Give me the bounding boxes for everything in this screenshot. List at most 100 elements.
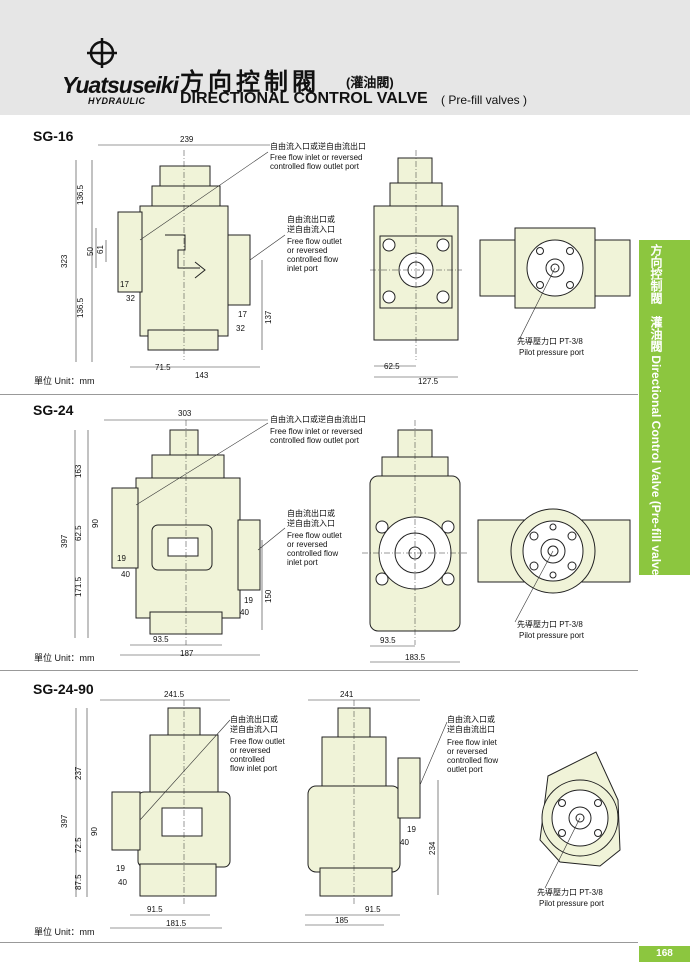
- callout-en: Free flow outlet: [230, 737, 285, 746]
- section-divider: [0, 942, 638, 943]
- dim-label: 397: [60, 814, 69, 828]
- dim-label: 239: [180, 135, 194, 144]
- dim-label: 241.5: [164, 690, 185, 699]
- callout-en: inlet port: [287, 558, 318, 567]
- callout-en: controlled flow outlet port: [270, 436, 360, 445]
- dim-label: 71.5: [155, 363, 171, 372]
- dim-label: 40: [240, 608, 249, 617]
- dim-label: 40: [400, 838, 409, 847]
- section-title-sg2490: SG-24-90: [33, 681, 94, 697]
- dim-label: 163: [74, 464, 83, 478]
- sg2490-callouts-right: 自由流入口或 逆自由流出口 Free flow inlet or reverse…: [419, 714, 498, 786]
- dim-label: 62.5: [384, 362, 400, 371]
- dim-label: 17: [238, 310, 247, 319]
- logo-subtitle: HYDRAULIC: [88, 96, 146, 106]
- pilot-label-en: Pilot pressure port: [519, 348, 585, 357]
- dim-label: 91.5: [365, 905, 381, 914]
- dim-label: 187: [180, 649, 194, 658]
- dim-label: 61: [96, 245, 105, 254]
- page-number: 168: [656, 948, 673, 959]
- side-tab-label: 方向控制閥 灌油閥 Directional Control Valve (Pre…: [649, 244, 663, 587]
- callout-en: controlled flow: [287, 549, 338, 558]
- side-tab: [639, 240, 690, 575]
- callout-en: controlled flow: [287, 255, 338, 264]
- dim-label: 397: [60, 534, 69, 548]
- dim-label: 323: [60, 254, 69, 268]
- pilot-label-zh: 先導壓力口 PT-3/8: [517, 619, 583, 629]
- dim-label: 181.5: [166, 919, 187, 928]
- dim-label: 93.5: [380, 636, 396, 645]
- callout-en: or reversed: [447, 747, 487, 756]
- dim-label: 32: [236, 324, 245, 333]
- callout-en: controlled: [230, 755, 265, 764]
- sg16-top-view: 先導壓力口 PT-3/8 Pilot pressure port: [479, 227, 631, 357]
- callout-zh: 逆自由流入口: [287, 518, 335, 528]
- callout-en: Free flow outlet: [287, 531, 342, 540]
- section-divider: [0, 670, 638, 671]
- page-subtitle: ( Pre-fill valves ): [441, 93, 528, 107]
- pilot-label-en: Pilot pressure port: [539, 899, 605, 908]
- dim-label: 62.5: [74, 525, 83, 541]
- dim-label: 40: [118, 878, 127, 887]
- pilot-label-zh: 先導壓力口 PT-3/8: [517, 336, 583, 346]
- section-divider: [0, 394, 638, 395]
- callout-zh: 自由流出口或: [287, 214, 335, 224]
- dim-label: 136.5: [76, 184, 85, 205]
- callout-zh: 自由流入口或逆自由流出口: [270, 414, 366, 424]
- dim-label: 72.5: [74, 837, 83, 853]
- dim-label: 40: [121, 570, 130, 579]
- page-title-zh: 方向控制閥: [180, 69, 320, 96]
- pilot-label-en: Pilot pressure port: [519, 631, 585, 640]
- callout-zh: 自由流入口或逆自由流出口: [270, 141, 366, 151]
- section-title-sg24: SG-24: [33, 402, 74, 418]
- section-title-sg16: SG-16: [33, 128, 74, 144]
- sg2490-callouts-left: 自由流出口或 逆自由流入口 Free flow outlet or revers…: [139, 714, 285, 821]
- unit-label: 單位 Unit：mm: [34, 376, 95, 386]
- unit-label: 單位 Unit：mm: [34, 653, 95, 663]
- dim-label: 19: [407, 825, 416, 834]
- dim-label: 93.5: [153, 635, 169, 644]
- callout-en: or reversed: [287, 540, 327, 549]
- dim-label: 171.5: [74, 576, 83, 597]
- dim-label: 19: [244, 596, 253, 605]
- dim-label: 183.5: [405, 653, 426, 662]
- callout-en: controlled flow: [447, 756, 498, 765]
- dim-label: 17: [120, 280, 129, 289]
- sg24-dimensions: 303 163 397 62.5 90 171.5 19 40 93.5 187…: [60, 409, 273, 658]
- dim-label: 143: [195, 371, 209, 380]
- callout-en: controlled flow outlet port: [270, 162, 360, 171]
- callout-zh: 自由流入口或: [447, 714, 495, 724]
- dim-label: 91.5: [147, 905, 163, 914]
- dim-label: 303: [178, 409, 192, 418]
- callout-en: inlet port: [287, 264, 318, 273]
- sg24-callouts: 自由流入口或逆自由流出口 Free flow inlet or reversed…: [135, 414, 366, 567]
- page-number-bar: [639, 946, 690, 962]
- pilot-label-zh: 先導壓力口 PT-3/8: [537, 887, 603, 897]
- dim-label: 127.5: [418, 377, 439, 386]
- sg24-front-view: 93.5 183.5: [362, 420, 468, 663]
- sg2490-front-view: 241 19 40 234 91.5 185: [305, 690, 439, 926]
- callout-zh: 自由流出口或: [230, 714, 278, 724]
- dim-label: 234: [428, 841, 437, 855]
- sg24-side-view: [111, 420, 261, 645]
- page-title-zh-sub: (灌油閥): [346, 75, 394, 90]
- dim-label: 90: [90, 827, 99, 836]
- sg2490-top-view: 先導壓力口 PT-3/8 Pilot pressure port: [537, 751, 621, 908]
- dim-label: 150: [264, 589, 273, 603]
- dim-label: 90: [91, 519, 100, 528]
- dim-label: 185: [335, 916, 349, 925]
- header-band: [0, 0, 690, 115]
- callout-en: outlet port: [447, 765, 483, 774]
- sg24-top-view: 先導壓力口 PT-3/8 Pilot pressure port: [477, 508, 631, 640]
- callout-en: Free flow outlet: [287, 237, 342, 246]
- callout-zh: 逆自由流入口: [287, 224, 335, 234]
- callout-en: or reversed: [230, 746, 270, 755]
- dim-label: 136.5: [76, 297, 85, 318]
- dim-label: 19: [117, 554, 126, 563]
- dim-label: 50: [86, 247, 95, 256]
- callout-en: or reversed: [287, 246, 327, 255]
- sg16-dimensions: 239 136.5 323 50 61 136.5 17 32 71.5 143…: [60, 135, 273, 380]
- callout-en: flow inlet port: [230, 764, 278, 773]
- dim-label: 137: [264, 310, 273, 324]
